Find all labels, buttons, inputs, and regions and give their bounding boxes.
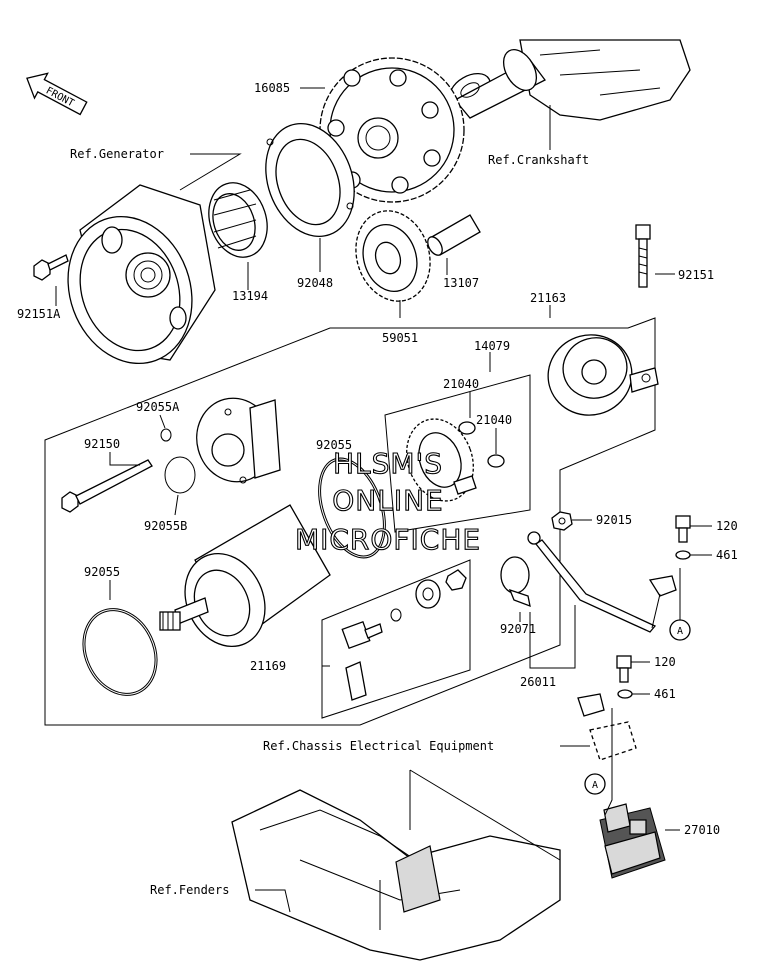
watermark: HLSM'S ONLINE MICROFICHE	[294, 446, 481, 556]
bolt-92151A	[33, 254, 69, 281]
label-21163: 21163	[530, 291, 566, 305]
starter-motor	[159, 504, 331, 648]
label-120-lower: 120	[654, 655, 676, 669]
label-92055-left: 92055	[84, 565, 120, 579]
label-92015: 92015	[596, 513, 632, 527]
o-ring-92055B	[164, 456, 196, 494]
label-92055B: 92055B	[144, 519, 187, 533]
front-cover	[196, 397, 281, 484]
terminal-group-outline	[321, 559, 471, 719]
gear-16085	[319, 57, 465, 203]
brush-21040-b	[487, 454, 505, 468]
part-labels: 16085 Ref.Generator Ref.Crankshaft 92151…	[17, 81, 738, 897]
watermark-line-3: MICROFICHE	[295, 523, 481, 556]
label-92150: 92150	[84, 437, 120, 451]
callout-A-lower: A	[584, 773, 606, 795]
cable-26011	[527, 531, 677, 633]
terminal-21169	[341, 569, 467, 701]
label-21040-b: 21040	[476, 413, 512, 427]
relay-27010	[599, 803, 666, 879]
plate-92048	[265, 122, 355, 238]
fenders	[231, 769, 561, 961]
label-27010: 27010	[684, 823, 720, 837]
callout-A-text-upper: A	[677, 626, 683, 637]
label-92055A: 92055A	[136, 400, 180, 414]
gear-59051	[355, 210, 431, 302]
washer-461-upper	[675, 550, 691, 560]
end-cover-21163	[547, 334, 659, 416]
label-92151: 92151	[678, 268, 714, 282]
brush-21040-a	[458, 421, 476, 435]
label-461-lower: 461	[654, 687, 676, 701]
label-14079: 14079	[474, 339, 510, 353]
label-21169: 21169	[250, 659, 286, 673]
label-461-upper: 461	[716, 548, 738, 562]
bolt-120-lower	[616, 655, 632, 683]
callout-A-text-lower: A	[592, 780, 598, 791]
label-59051: 59051	[382, 331, 418, 345]
label-92055-right: 92055	[316, 438, 352, 452]
pin-13107	[427, 214, 481, 256]
crankshaft-illustration	[449, 39, 691, 121]
label-92151A: 92151A	[17, 307, 61, 321]
label-ref-fenders: Ref.Fenders	[150, 883, 229, 897]
washer-461-lower	[617, 689, 633, 699]
label-120-upper: 120	[716, 519, 738, 533]
label-16085: 16085	[254, 81, 290, 95]
brush-plate-group-outline	[384, 374, 531, 533]
chassis-bracket	[577, 693, 637, 761]
bolt-92150	[61, 459, 153, 513]
o-ring-92055-left	[82, 608, 158, 696]
brush-plate-14079	[406, 418, 477, 502]
label-ref-generator: Ref.Generator	[70, 147, 164, 161]
o-ring-92055-right	[318, 457, 386, 559]
label-92071: 92071	[500, 622, 536, 636]
clutch-13194	[208, 182, 268, 258]
label-ref-chassis: Ref.Chassis Electrical Equipment	[263, 739, 494, 753]
cap-92071	[500, 556, 531, 608]
label-21040-a: 21040	[443, 377, 479, 391]
watermark-line-2: ONLINE	[332, 484, 443, 517]
label-13194: 13194	[232, 289, 268, 303]
bolt-92151	[635, 224, 651, 288]
label-92048: 92048	[297, 276, 333, 290]
label-26011: 26011	[520, 675, 556, 689]
watermark-line-1: HLSM'S	[333, 447, 443, 480]
leader-lines	[55, 87, 712, 913]
label-ref-crankshaft: Ref.Crankshaft	[488, 153, 589, 167]
starter-group-outline	[44, 317, 656, 726]
label-13107: 13107	[443, 276, 479, 290]
o-ring-92055A	[160, 428, 172, 442]
bolt-120-upper	[675, 515, 691, 543]
callout-A-upper: A	[669, 619, 691, 641]
generator-housing	[67, 184, 216, 365]
nut-92015	[551, 511, 573, 531]
front-arrow-icon: FRONT	[26, 72, 88, 116]
